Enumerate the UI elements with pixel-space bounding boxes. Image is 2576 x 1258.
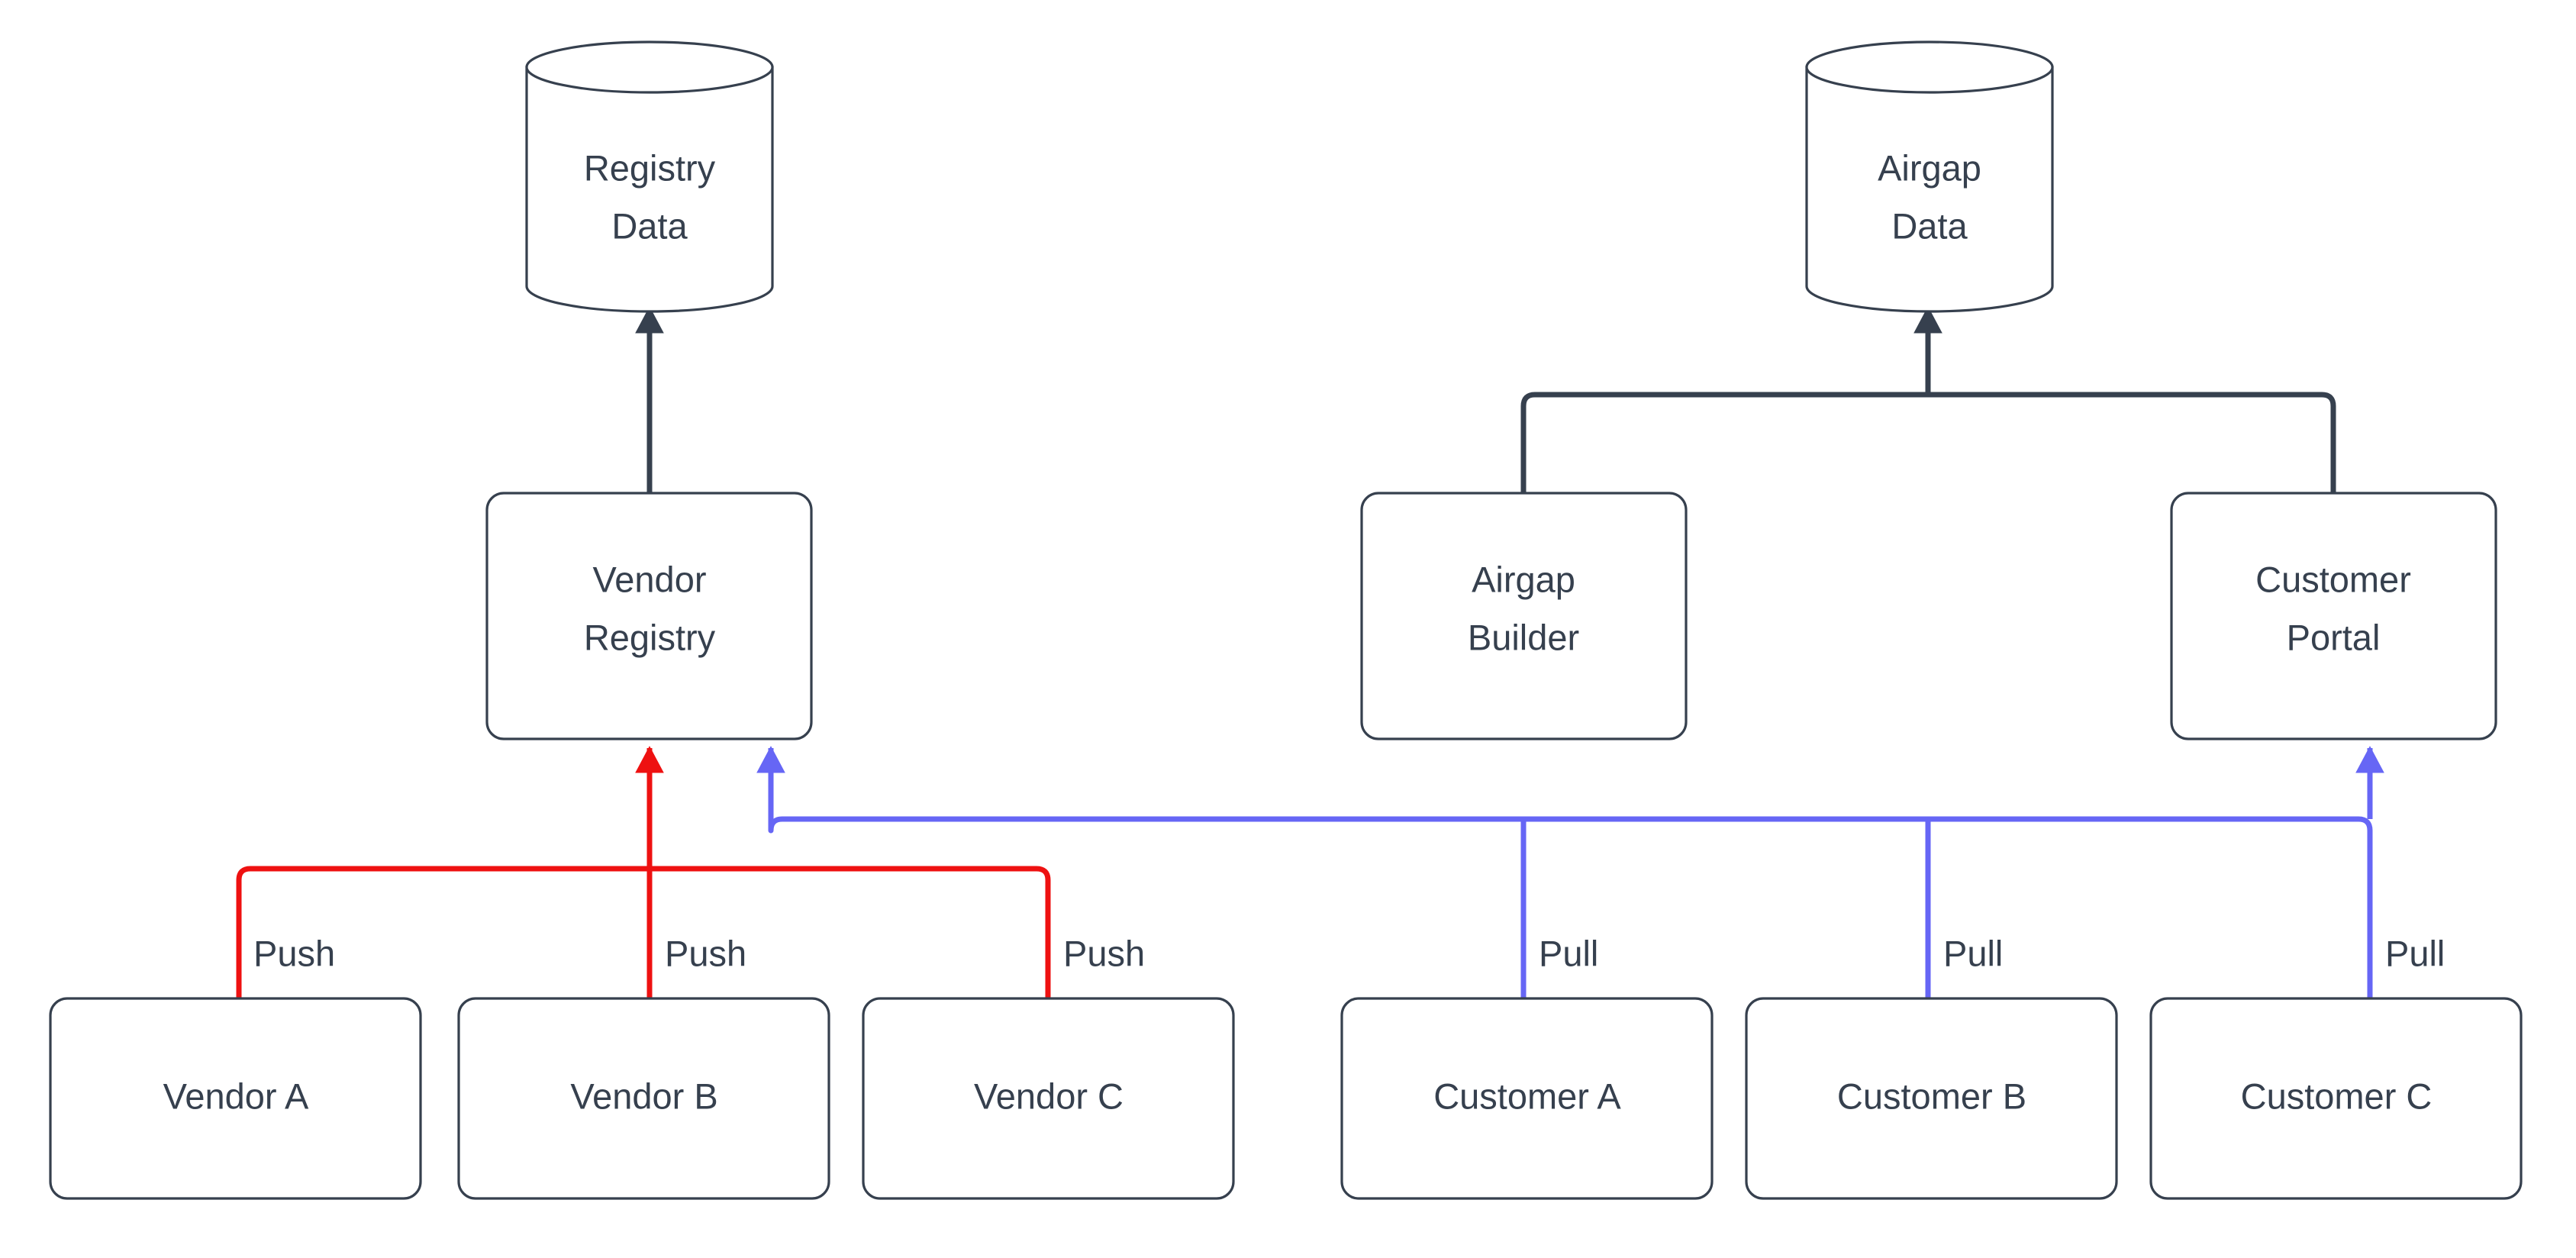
customer-c-label: Customer C	[2241, 1076, 2433, 1116]
registry-data-label-line2: Data	[611, 205, 688, 246]
edge-label-push-vendor-c: Push	[1063, 933, 1145, 973]
customer-b-label: Customer B	[1837, 1076, 2026, 1116]
vendor-registry-label-line2: Registry	[584, 617, 716, 657]
node-vendor-b[interactable]: Vendor B	[457, 997, 830, 1200]
edge-label-push-vendor-b: Push	[665, 933, 746, 973]
node-registry-data[interactable]: Registry Data	[525, 40, 774, 313]
registry-data-label-line1: Registry	[584, 147, 716, 188]
airgap-data-label-line2: Data	[1891, 205, 1968, 246]
vendor-b-label: Vendor B	[570, 1076, 717, 1116]
node-customer-portal[interactable]: Customer Portal	[2170, 492, 2497, 740]
node-vendor-c[interactable]: Vendor C	[862, 997, 1235, 1200]
customer-portal-label-line2: Portal	[2287, 617, 2381, 657]
node-customer-b[interactable]: Customer B	[1745, 997, 2118, 1200]
customer-a-box	[1340, 997, 1714, 1200]
airgap-data-cylinder-body	[1805, 66, 2054, 313]
edge-bracket-to-airgap-data	[1520, 392, 2336, 492]
airgap-builder-label-line1: Airgap	[1472, 559, 1575, 599]
vendor-a-label: Vendor A	[163, 1076, 309, 1116]
edge-push-bus	[236, 866, 1051, 998]
vendor-registry-label-line1: Vendor	[593, 559, 707, 599]
edge-label-pull-customer-c: Pull	[2385, 933, 2445, 973]
customer-a-label: Customer A	[1433, 1076, 1621, 1116]
node-airgap-builder[interactable]: Airgap Builder	[1360, 492, 1688, 740]
edge-label-push-vendor-a: Push	[253, 933, 335, 973]
node-vendor-a[interactable]: Vendor A	[49, 997, 422, 1200]
vendor-b-box	[457, 997, 830, 1200]
airgap-data-cylinder-top	[1805, 40, 2054, 94]
edge-label-pull-customer-a: Pull	[1539, 933, 1598, 973]
node-customer-c[interactable]: Customer C	[2149, 997, 2523, 1200]
airgap-builder-label-line2: Builder	[1468, 617, 1579, 657]
airgap-data-label-line1: Airgap	[1878, 147, 1981, 188]
customer-portal-label-line1: Customer	[2255, 559, 2411, 599]
edge-pull-bus	[768, 748, 2373, 998]
vendor-registry-box	[485, 492, 813, 740]
airgap-builder-box	[1360, 492, 1688, 740]
vendor-c-label: Vendor C	[974, 1076, 1124, 1116]
edge-label-pull-customer-b: Pull	[1943, 933, 2003, 973]
vendor-a-box	[49, 997, 422, 1200]
node-vendor-registry[interactable]: Vendor Registry	[485, 492, 813, 740]
node-customer-a[interactable]: Customer A	[1340, 997, 1714, 1200]
vendor-c-box	[862, 997, 1235, 1200]
registry-data-cylinder-top	[525, 40, 774, 94]
customer-portal-box	[2170, 492, 2497, 740]
customer-c-box	[2149, 997, 2523, 1200]
customer-b-box	[1745, 997, 2118, 1200]
registry-data-cylinder-body	[525, 66, 774, 313]
node-airgap-data[interactable]: Airgap Data	[1805, 40, 2054, 313]
